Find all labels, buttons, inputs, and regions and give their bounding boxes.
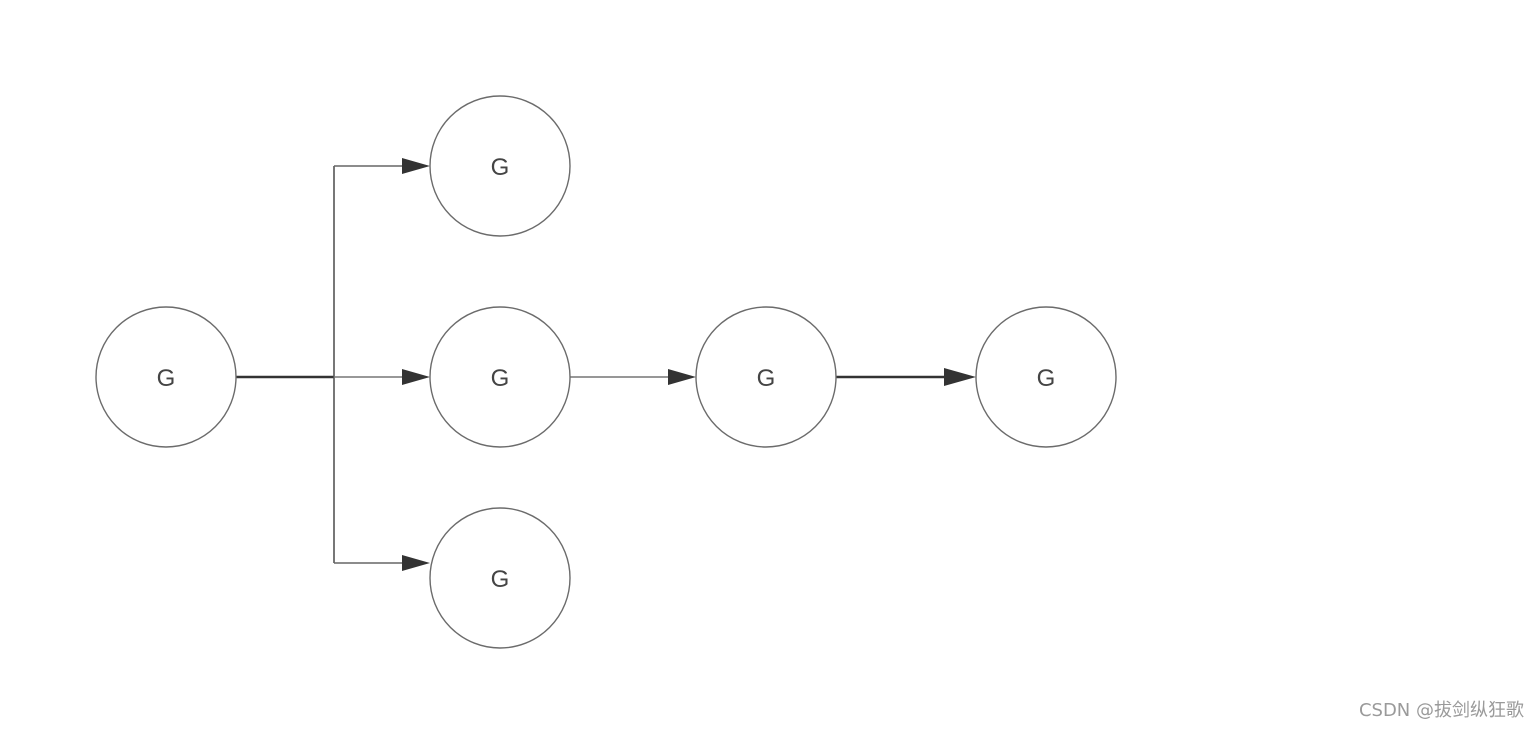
node-label: G <box>491 154 510 181</box>
edges <box>236 158 976 571</box>
watermark: CSDN @拔剑纵狂歌 <box>1358 700 1524 721</box>
node-bottom: G <box>429 507 571 649</box>
node-label: G <box>1037 365 1056 392</box>
arrow-head-middle <box>402 369 430 385</box>
node-root: G <box>95 306 237 448</box>
arrow-head-chain-1 <box>668 369 696 385</box>
node-top: G <box>429 95 571 237</box>
node-middle: G <box>429 306 571 448</box>
node-label: G <box>491 365 510 392</box>
arrow-head-bottom <box>402 555 430 571</box>
node-label: G <box>491 566 510 593</box>
node-chain-2: G <box>975 306 1117 448</box>
arrow-head-chain-2 <box>944 368 976 386</box>
arrow-head-top <box>402 158 430 174</box>
node-label: G <box>757 365 776 392</box>
node-chain-1: G <box>695 306 837 448</box>
node-label: G <box>157 365 176 392</box>
